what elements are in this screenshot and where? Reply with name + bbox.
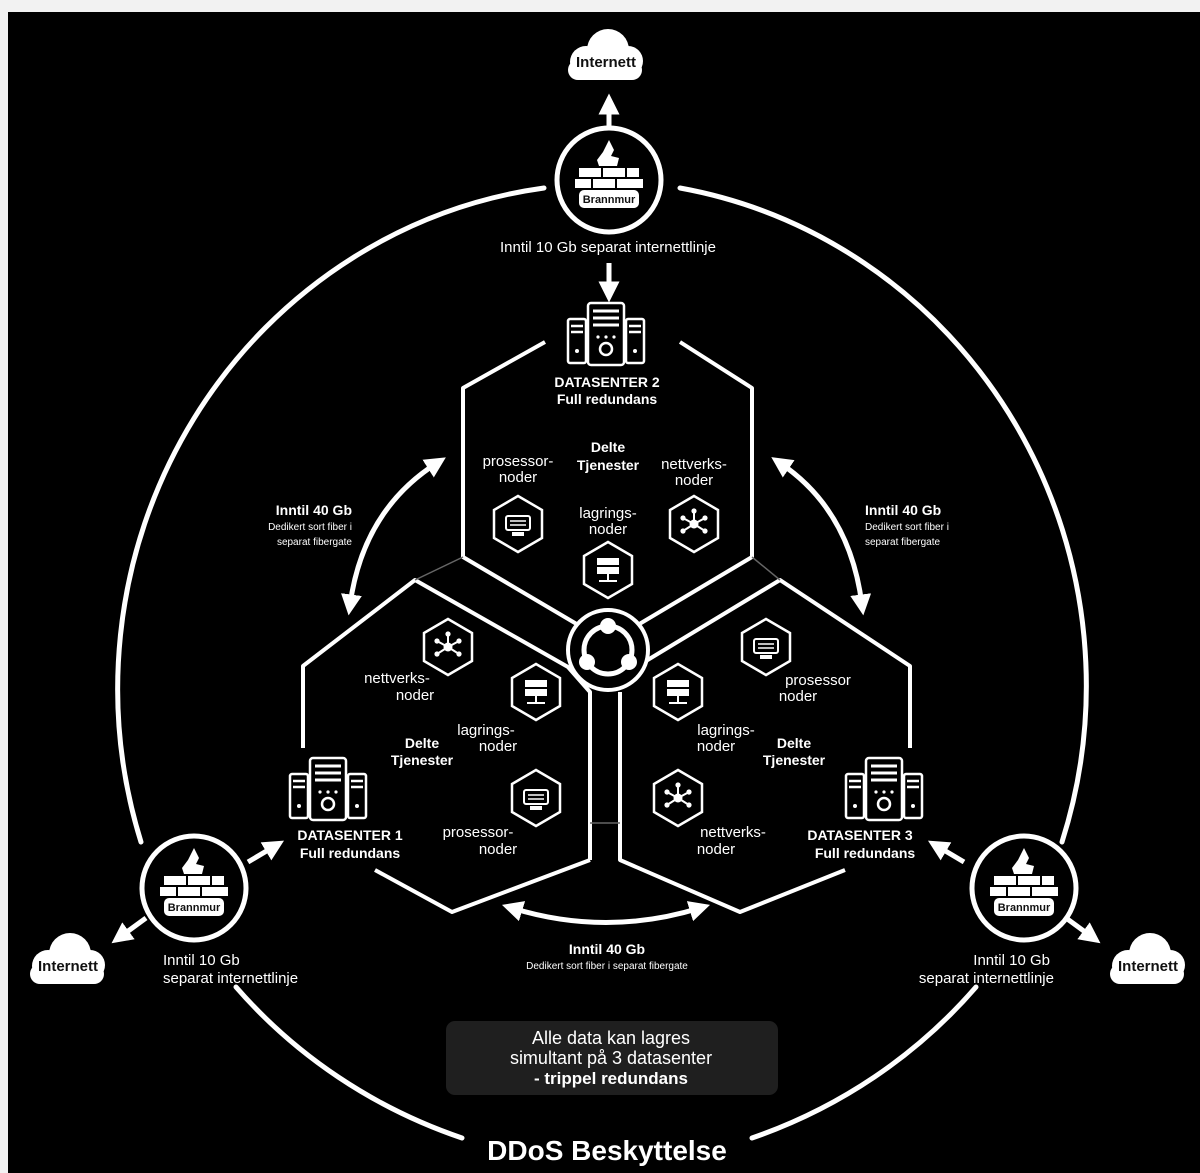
dc1-net-2: noder	[396, 687, 434, 704]
hexagon-dc2-right	[634, 340, 754, 628]
page-title: DDoS Beskyttelse	[487, 1135, 727, 1166]
dc3-services-1: Delte	[777, 735, 811, 751]
dc1-sub: Full redundans	[300, 845, 401, 861]
cloud-icon: Internett	[568, 29, 643, 80]
note-line2: simultant på 3 datasenter	[510, 1048, 712, 1068]
dc2-name: DATASENTER 2	[554, 374, 659, 390]
network-icon	[668, 494, 720, 554]
hexagon-dc1-bottom	[374, 858, 591, 914]
arrow-dc1-dc3	[501, 901, 711, 925]
internet-line-left-2: separat internettlinje	[163, 970, 298, 987]
dc2-net-2: noder	[675, 472, 713, 489]
connection-arrows	[111, 93, 1101, 944]
dc3-proc-2: noder	[779, 688, 817, 705]
fiber-right-title: Inntil 40 Gb	[865, 502, 941, 518]
dc1-services-2: Tjenester	[391, 752, 454, 768]
outer-ring	[115, 185, 1089, 1141]
fiber-left-title: Inntil 40 Gb	[276, 502, 352, 518]
cloud-icon: Internett	[30, 933, 105, 984]
network-icon	[652, 768, 704, 828]
redundancy-note: Alle data kan lagres simultant på 3 data…	[446, 1021, 778, 1095]
dc3-net-2: noder	[697, 841, 735, 858]
datacenter-hexagons	[301, 340, 912, 914]
dc2-stor-2: noder	[589, 521, 627, 538]
dc2-stor-1: lagrings-	[579, 505, 637, 522]
dc2-proc-1: prosessor-	[483, 453, 554, 470]
sync-icon	[566, 608, 650, 692]
dc1-net-1: nettverks-	[364, 670, 430, 687]
storage-icon	[652, 662, 704, 722]
note-line1: Alle data kan lagres	[532, 1028, 690, 1048]
ring-arc-lower-left	[233, 984, 465, 1141]
network-icon	[422, 617, 474, 677]
cloud-top-label: Internett	[576, 54, 636, 71]
dc2-proc-2: noder	[499, 469, 537, 486]
cloud-icon: Internett	[1110, 933, 1185, 984]
dc3-services-2: Tjenester	[763, 752, 826, 768]
dc1-services-1: Delte	[405, 735, 439, 751]
arrow-left-fw-to-internet	[111, 915, 148, 944]
ring-arc-upper-left	[115, 185, 547, 845]
firewall-left-label: Brannmur	[168, 902, 221, 914]
firewall-icon: Brannmur	[139, 833, 249, 943]
firewall-icon: Brannmur	[969, 833, 1079, 943]
arrow-left-fw-to-dc1	[246, 840, 285, 865]
dc2-services-2: Tjenester	[577, 457, 640, 473]
firewall-right-label: Brannmur	[998, 902, 1051, 914]
fiber-left-line2: separat fibergate	[277, 537, 352, 548]
cpu-icon	[740, 617, 792, 677]
dc3-proc-1: prosessor	[785, 672, 851, 689]
arrow-right-fw-to-internet	[1064, 915, 1101, 944]
note-line3: - trippel redundans	[534, 1069, 688, 1088]
hexagon-dc2-left	[461, 340, 582, 628]
dc3-net-1: nettverks-	[700, 824, 766, 841]
internet-line-right-2: separat internettlinje	[919, 970, 1054, 987]
dc1-stor-1: lagrings-	[457, 722, 515, 739]
dc3-stor-2: noder	[697, 738, 735, 755]
dc2-sub: Full redundans	[557, 391, 658, 407]
firewall-top-label: Brannmur	[583, 194, 636, 206]
arrow-dc2-dc3	[771, 457, 872, 616]
storage-icon	[510, 662, 562, 722]
internet-line-left-1: Inntil 10 Gb	[163, 952, 240, 969]
fiber-bottom-line1: Dedikert sort fiber i separat fibergate	[526, 961, 688, 972]
cpu-icon	[510, 768, 562, 828]
dc2-net-1: nettverks-	[661, 456, 727, 473]
note-box	[446, 1021, 778, 1095]
dc1-name: DATASENTER 1	[297, 827, 402, 843]
dc3-sub: Full redundans	[815, 845, 916, 861]
cloud-left-label: Internett	[38, 958, 98, 975]
fiber-right-line1: Dedikert sort fiber i	[865, 522, 949, 533]
internet-line-right-1: Inntil 10 Gb	[973, 952, 1050, 969]
dc3-name: DATASENTER 3	[807, 827, 912, 843]
dc1-proc-1: prosessor-	[443, 824, 514, 841]
cloud-right-label: Internett	[1118, 958, 1178, 975]
cpu-icon	[492, 494, 544, 554]
fiber-bottom-title: Inntil 40 Gb	[569, 941, 645, 957]
dc2-services-1: Delte	[591, 439, 625, 455]
hexagon-dc1-top	[301, 578, 592, 860]
arrow-dc1-dc2	[341, 457, 446, 616]
firewall-icon: Brannmur	[554, 125, 664, 235]
ring-arc-upper-right	[677, 185, 1089, 845]
ring-arc-lower-right	[749, 984, 979, 1141]
dc1-stor-2: noder	[479, 738, 517, 755]
arrow-right-fw-to-dc3	[927, 840, 966, 865]
dc1-proc-2: noder	[479, 841, 517, 858]
dc3-stor-1: lagrings-	[697, 722, 755, 739]
internet-line-top: Inntil 10 Gb separat internettlinje	[500, 239, 716, 256]
hexagon-dc3-bottom	[618, 692, 846, 914]
fiber-left-line1: Dedikert sort fiber i	[268, 522, 352, 533]
fiber-right-line2: separat fibergate	[865, 537, 940, 548]
storage-icon	[582, 540, 634, 600]
hexagon-dc3-top	[634, 578, 912, 748]
